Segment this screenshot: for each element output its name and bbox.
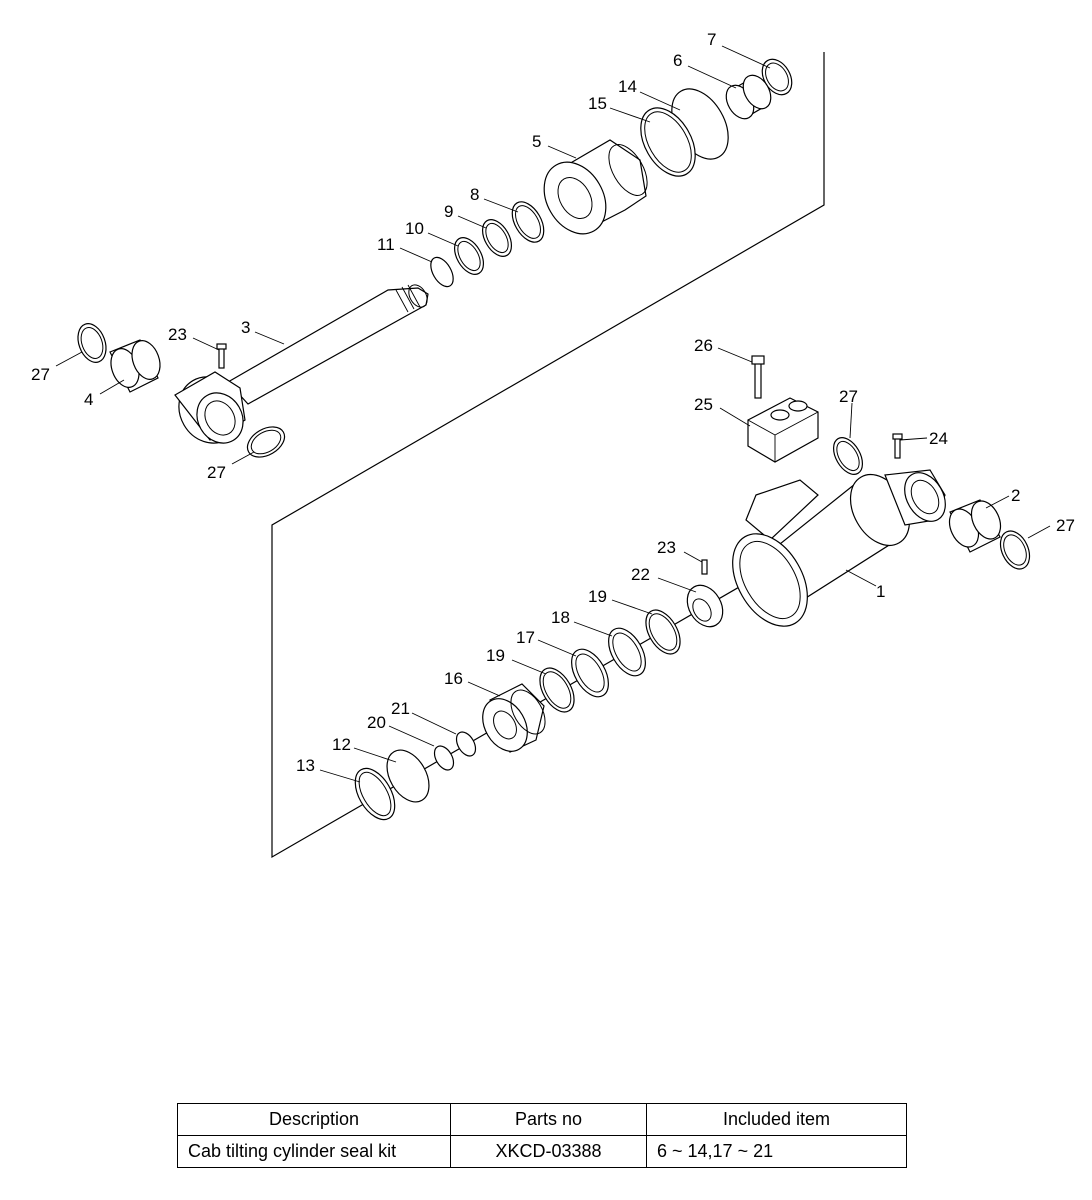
part-3-piston-rod [174,284,429,444]
part-6-bushing [725,74,772,120]
callout-16: 16 [444,669,463,688]
callout-8: 8 [470,185,479,204]
leader-lines [55,45,1051,783]
callout-26: 26 [694,336,713,355]
part-26-bolt [751,355,765,399]
part-19-wear-ring-a [645,609,681,655]
part-19-wear-ring-b [539,667,575,713]
callout-27-a: 27 [31,365,50,384]
callout-12: 12 [332,735,351,754]
part-4-bushing [109,339,161,393]
part-12-ring [386,749,430,803]
callout-20: 20 [367,713,386,732]
callout-15: 15 [588,94,607,113]
cell-parts-no: XKCD-03388 [450,1135,647,1168]
callout-7: 7 [707,30,716,49]
part-24-grease-nipple-tube [892,433,903,459]
cell-included-item: 6 ~ 14,17 ~ 21 [646,1135,907,1168]
table-row: Cab tilting cylinder seal kit XKCD-03388… [177,1135,907,1168]
part-17-seal [571,648,609,698]
callout-17: 17 [516,628,535,647]
callout-21: 21 [391,699,410,718]
part-11-ring [430,256,454,288]
callout-2: 2 [1011,486,1020,505]
part-5-rod-cover [543,139,648,235]
callout-24-rod: 23 [168,325,187,344]
callout-5: 5 [532,132,541,151]
part-1-cylinder-tube [732,469,946,627]
part-20-ring [433,745,455,771]
callout-22: 22 [631,565,650,584]
part-18-seal [608,627,646,677]
part-27-dust-seal-d [999,530,1031,570]
part-27-dust-seal-c [832,437,864,475]
part-27-dust-seal-b [246,426,286,458]
cell-description: Cab tilting cylinder seal kit [177,1135,451,1168]
part-25-valve-block [747,397,819,463]
table-header-row: Description Parts no Included item [177,1103,907,1136]
part-2-bushing [948,499,1002,553]
part-27-dust-seal-a [77,323,107,363]
callout-24-tube: 24 [929,429,948,448]
part-21-ring [455,731,477,757]
part-8-seal [511,201,545,243]
callout-13: 13 [296,756,315,775]
seal-kit-table: Description Parts no Included item Cab t… [177,1103,907,1168]
callout-25: 25 [694,395,713,414]
callout-9: 9 [444,202,453,221]
part-10-ring [453,237,485,275]
part-13-ring [354,767,396,821]
callout-27-c: 27 [839,387,858,406]
callout-6: 6 [673,51,682,70]
part-9-seal [481,219,513,257]
callout-14: 14 [618,77,637,96]
callout-4: 4 [84,390,93,409]
part-23-set-screw [701,559,708,575]
part-15-ring [640,107,696,177]
callout-18: 18 [551,608,570,627]
callout-27-b: 27 [207,463,226,482]
part-22-nut [686,584,724,628]
callout-10: 10 [405,219,424,238]
header-description: Description [177,1103,451,1136]
callout-27-d: 27 [1056,516,1075,535]
callout-23: 23 [657,538,676,557]
callout-3: 3 [241,318,250,337]
callout-1: 1 [876,582,885,601]
callout-19-b: 19 [486,646,505,665]
callout-11: 11 [377,235,395,254]
header-parts-no: Parts no [450,1103,647,1136]
callout-19-a: 19 [588,587,607,606]
exploded-view-frame [271,52,825,859]
callout-labels: 7 6 14 15 5 8 9 10 11 3 23 27 4 27 26 25… [31,30,1075,775]
part-24-grease-nipple-rod [216,343,227,369]
header-included-item: Included item [646,1103,907,1136]
part-16-piston [482,683,546,753]
